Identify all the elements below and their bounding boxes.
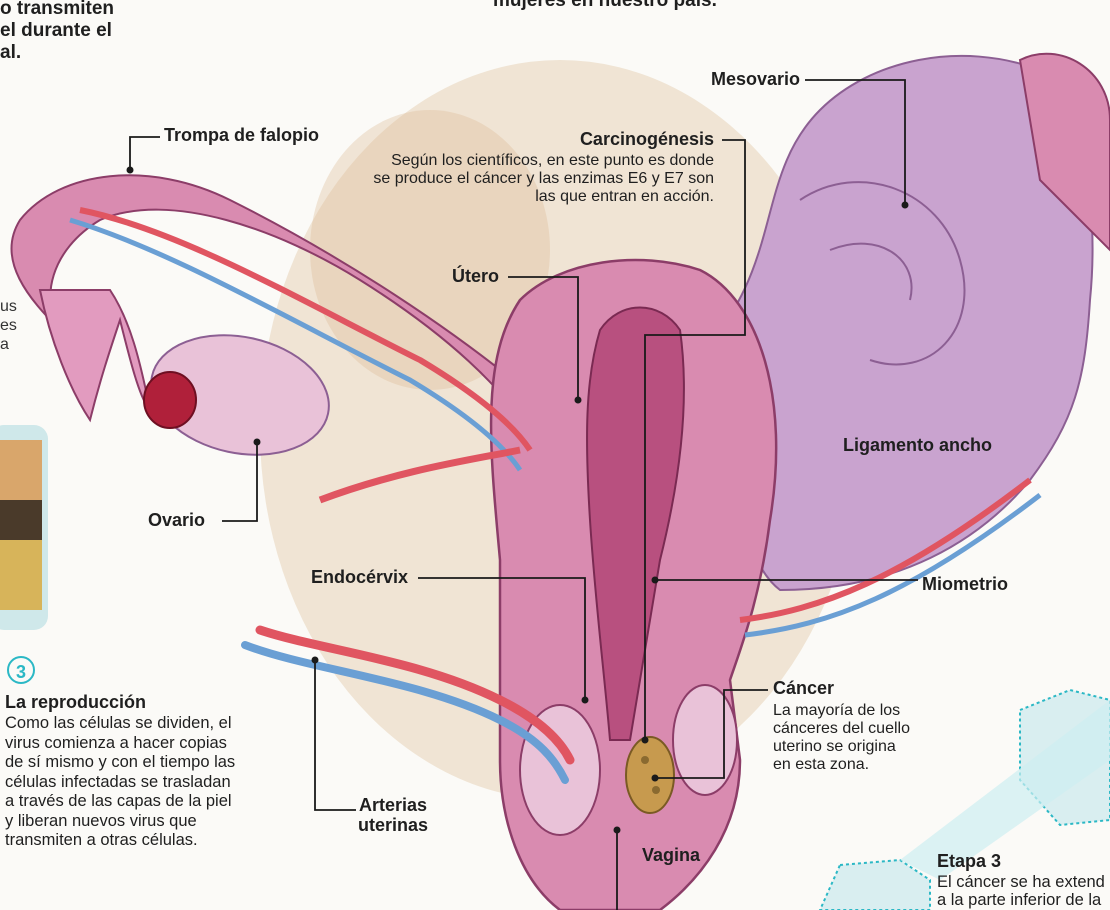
label-cancer-body: La mayoría de los cánceres del cuello ut… [773, 702, 910, 774]
etapa-body: El cáncer se ha extend a la parte inferi… [937, 873, 1105, 909]
label-carcinogenesis-body: Según los científicos, en este punto es … [373, 152, 714, 206]
label-ovario: Ovario [148, 510, 205, 531]
label-ligamento: Ligamento ancho [843, 435, 992, 456]
label-miometrio: Miometrio [922, 574, 1008, 595]
label-carcinogenesis-title: Carcinogénesis [580, 129, 714, 150]
header-center-fragment: mujeres en nuestro país. [493, 0, 717, 12]
reproduction-body: Como las células se dividen, el virus co… [5, 714, 260, 851]
cells-inset [0, 425, 48, 630]
tumor-texture [641, 756, 649, 764]
cancer-tumor [626, 737, 674, 813]
fimbriae [40, 290, 150, 420]
reproduction-title: La reproducción [5, 692, 146, 713]
label-mesovario: Mesovario [711, 69, 800, 90]
left-side-fragment: us es a [0, 297, 17, 354]
etapa-title: Etapa 3 [937, 851, 1001, 872]
label-trompa: Trompa de falopio [164, 125, 319, 146]
label-endocervix: Endocérvix [311, 567, 408, 588]
label-cancer-title: Cáncer [773, 678, 834, 699]
header-left-fragment: o transmiten el durante el al. [0, 0, 114, 64]
label-utero: Útero [452, 266, 499, 287]
label-arterias: Arterias uterinas [358, 795, 428, 835]
ovary-red-follicle [144, 372, 196, 428]
step-number-badge: 3 [7, 656, 35, 684]
label-vagina: Vagina [642, 845, 700, 866]
tumor-texture [652, 786, 660, 794]
